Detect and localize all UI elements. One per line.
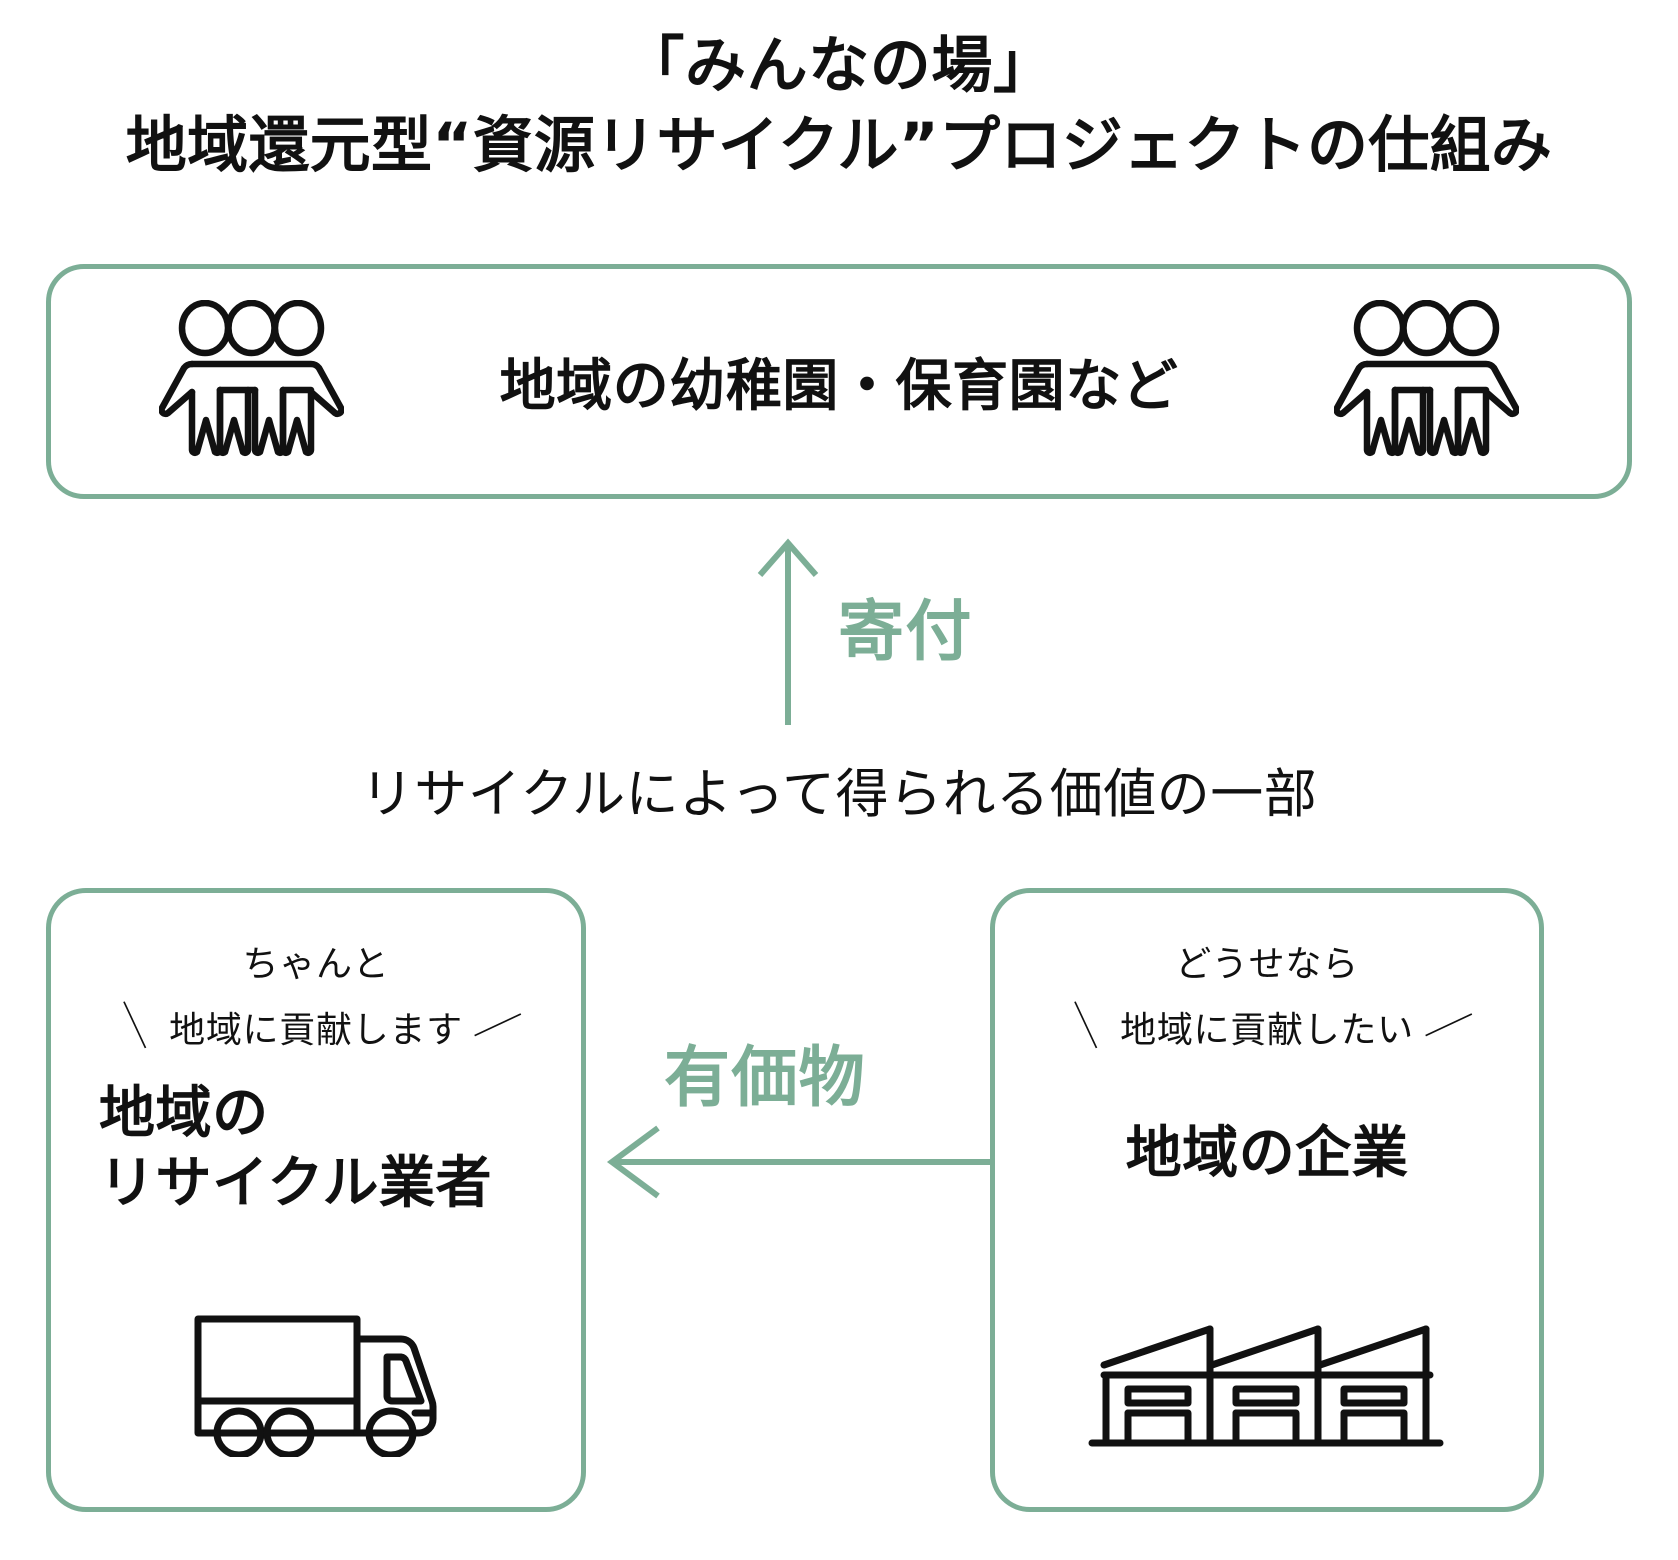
people-group-icon: [158, 299, 345, 464]
recycler-name: 地域の リサイクル業者: [99, 1081, 493, 1216]
company-slogan-text: 地域に貢献したい: [1120, 1010, 1414, 1051]
arrow-up-icon: [740, 535, 836, 725]
company-name: 地域の企業: [1125, 1121, 1409, 1186]
slash-right-mark: ／: [1421, 998, 1476, 1056]
company-slogan: ＼ 地域に貢献したい ／: [1059, 998, 1476, 1055]
page-title: 「みんなの場」 地域還元型“資源リサイクル”プロジェクトの仕組み: [0, 30, 1678, 182]
slash-right-mark: ／: [470, 998, 525, 1056]
people-group-icon: [1333, 299, 1520, 464]
top-box-kindergartens: 地域の幼稚園・保育園など: [46, 264, 1632, 499]
recycler-small-top: ちゃんと: [242, 944, 390, 985]
recycler-slogan: ＼ 地域に貢献します ／: [108, 998, 525, 1055]
title-line-2: 地域還元型“資源リサイクル”プロジェクトの仕組み: [125, 109, 1553, 181]
top-box-label: 地域の幼稚園・保育園など: [499, 354, 1179, 419]
company-small-top: どうせなら: [1175, 944, 1359, 985]
factory-icon: [1082, 1305, 1452, 1461]
material-label: 有価物: [664, 1039, 866, 1116]
value-share-caption: リサイクルによって得られる価値の一部: [360, 764, 1318, 825]
recycler-slogan-text: 地域に貢献します: [169, 1010, 463, 1051]
slash-left-mark: ＼: [107, 998, 162, 1056]
truck-icon: [189, 1305, 444, 1461]
bottom-left-box-recycler: ちゃんと ＼ 地域に貢献します ／ 地域の リサイクル業者: [46, 888, 586, 1512]
title-line-1: 「みんなの場」: [623, 30, 1055, 101]
bottom-right-box-company: どうせなら ＼ 地域に貢献したい ／ 地域の企業: [990, 888, 1544, 1512]
arrow-left-icon: [600, 1112, 1000, 1212]
donation-label: 寄付: [838, 593, 973, 670]
slash-left-mark: ＼: [1058, 998, 1113, 1056]
